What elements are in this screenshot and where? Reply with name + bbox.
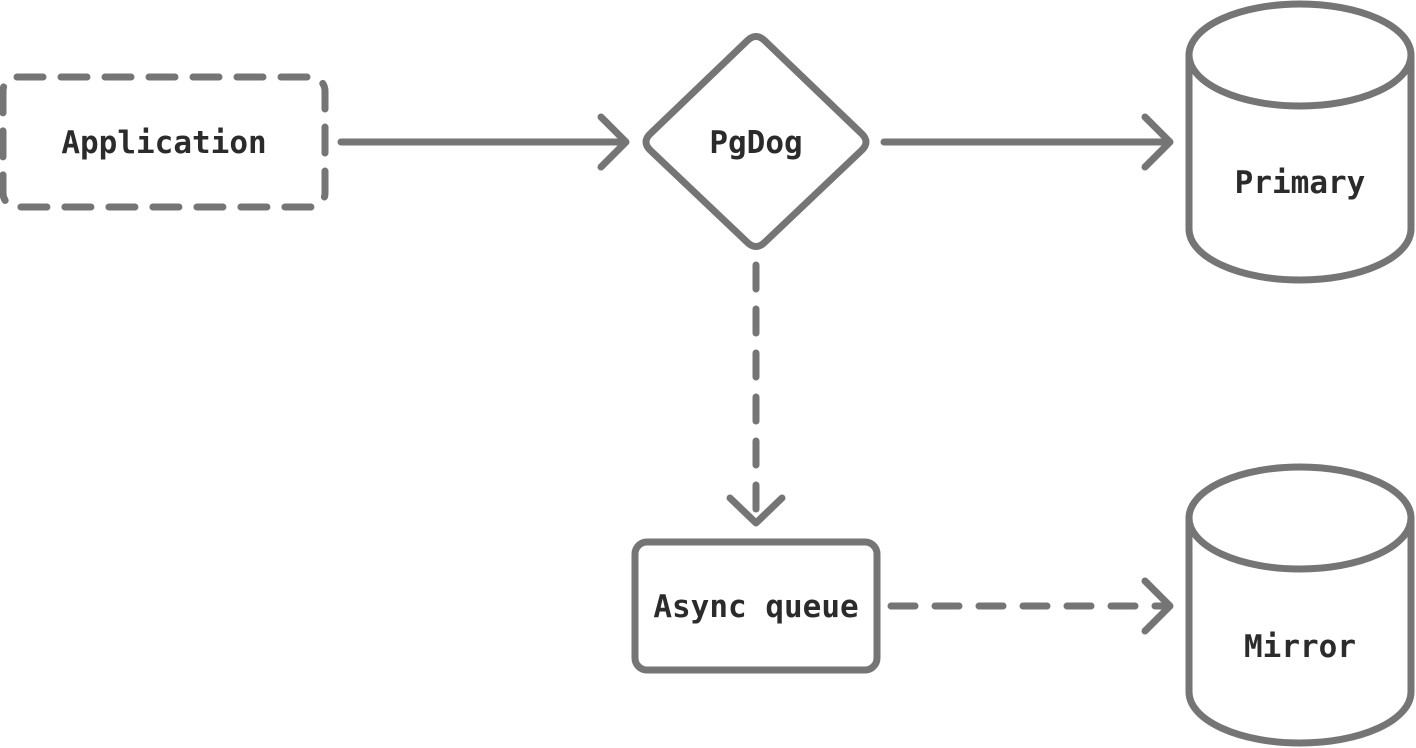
edge-pgdog-to-async-queue — [726, 261, 786, 527]
primary-cylinder-body — [1185, 51, 1415, 284]
pgdog-label: PgDog — [709, 125, 802, 161]
mirror-cylinder-top — [1185, 463, 1415, 573]
application-label: Application — [61, 125, 266, 161]
application-box — [0, 73, 329, 211]
node-pgdog[interactable]: PgDog — [642, 33, 870, 250]
node-async-queue[interactable]: Async queue — [631, 538, 881, 674]
mirror-cylinder-body — [1185, 514, 1415, 747]
node-application[interactable]: Application — [0, 73, 329, 211]
async-queue-box — [631, 538, 881, 674]
node-mirror[interactable]: Mirror — [1185, 463, 1415, 747]
primary-label: Primary — [1235, 165, 1366, 201]
edge-application-to-pgdog — [337, 113, 630, 171]
async-queue-label: Async queue — [653, 589, 858, 625]
node-primary[interactable]: Primary — [1185, 0, 1415, 284]
edge-pgdog-to-primary — [880, 113, 1174, 171]
mirror-label: Mirror — [1244, 629, 1356, 665]
pgdog-diamond — [642, 33, 870, 250]
primary-cylinder-top — [1185, 0, 1415, 110]
edge-async-queue-to-mirror — [887, 577, 1174, 635]
